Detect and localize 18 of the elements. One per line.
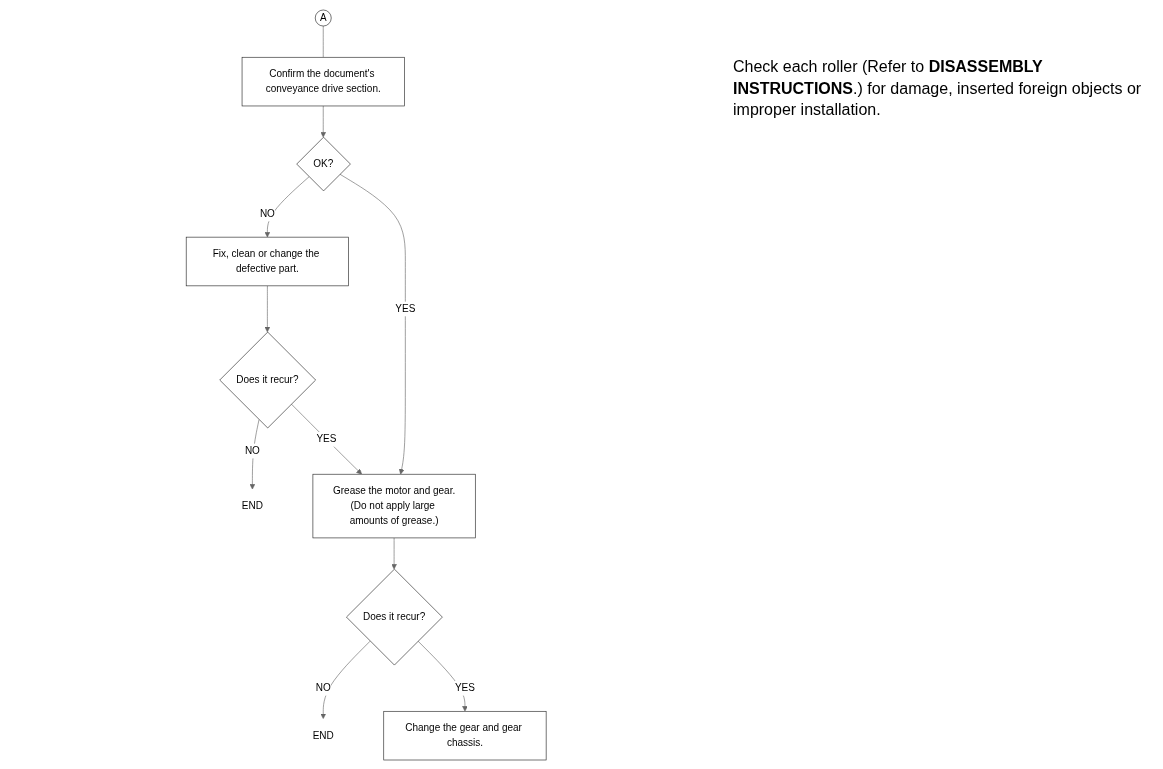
edge-label: NO bbox=[316, 682, 332, 693]
edge-label: YES bbox=[455, 682, 476, 693]
node-box: Fix, clean or change the defective part. bbox=[186, 236, 350, 286]
node-text: END bbox=[313, 729, 335, 741]
node-box: Change the gear and gear chassis. bbox=[383, 710, 547, 760]
edge-label: NO bbox=[260, 207, 276, 219]
note-text: Check each roller (Refer to DISASSEMBLY INSTRUCTIONS.) for damage, inserted foreign objects or improper installation. bbox=[733, 57, 1143, 121]
connector bbox=[323, 25, 324, 58]
node-diamond: Does it recur? bbox=[219, 331, 317, 428]
node-diamond: OK? bbox=[296, 136, 352, 191]
edge-label: NO bbox=[245, 444, 261, 456]
edge-label: YES bbox=[316, 433, 337, 444]
node-box: Grease the motor and gear. (Do not apply large amounts of grease.) bbox=[312, 473, 476, 538]
node-box: Confirm the document's conveyance drive section. bbox=[242, 56, 406, 106]
node-circle: A bbox=[315, 9, 332, 26]
edge-label: YES bbox=[395, 302, 416, 314]
node-diamond: Does it recur? bbox=[346, 568, 443, 665]
node-text: END bbox=[242, 499, 264, 511]
